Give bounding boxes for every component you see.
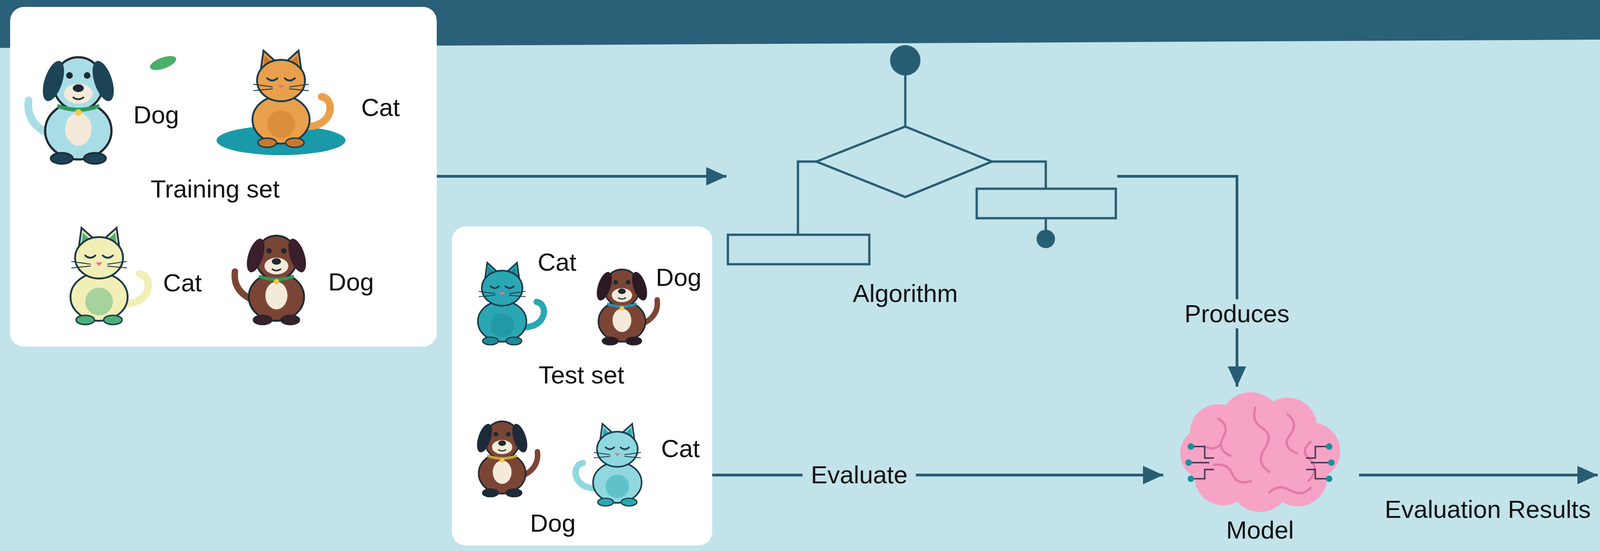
brain-shape bbox=[1305, 442, 1315, 482]
brain-shape bbox=[1180, 392, 1341, 513]
node-label: Algorithm bbox=[852, 280, 958, 308]
text-anchor: Cat bbox=[661, 435, 700, 463]
cat-figure bbox=[575, 424, 642, 507]
training-set-panel: DogCatTraining setCatDog bbox=[10, 6, 437, 347]
animal-label: Dog bbox=[133, 101, 179, 129]
text-anchor: Training set bbox=[150, 175, 280, 203]
brain-shape bbox=[1188, 446, 1332, 480]
animal-label: Dog bbox=[655, 263, 702, 292]
animal-label: Dog bbox=[529, 509, 576, 538]
test-set-panel: CatDogTest setDogCat bbox=[451, 226, 713, 546]
dog-figure bbox=[474, 421, 538, 498]
flowchart-symbol bbox=[904, 75, 907, 127]
label-anchor: Evaluation Results bbox=[1384, 496, 1591, 524]
brain-shape bbox=[1185, 443, 1335, 483]
brain-shape bbox=[1286, 414, 1297, 454]
brain-shape bbox=[1254, 407, 1270, 473]
dog-figure bbox=[234, 235, 310, 325]
flow-arrow bbox=[1117, 176, 1237, 387]
flowchart-symbol bbox=[726, 41, 1118, 307]
dog-figure bbox=[593, 269, 658, 346]
label-anchor: Produces bbox=[1176, 299, 1298, 329]
text-anchor: Dog bbox=[655, 263, 702, 292]
animal-label: Dog bbox=[328, 268, 374, 296]
text-anchor: Model bbox=[1225, 516, 1294, 545]
node-label: Model bbox=[1225, 516, 1294, 545]
dog-figure bbox=[28, 57, 118, 165]
edge-label: Produces bbox=[1176, 299, 1298, 329]
flowchart-symbol bbox=[991, 161, 1046, 189]
text-anchor: Cat bbox=[163, 269, 202, 297]
cat-figure bbox=[477, 263, 544, 346]
flowchart-symbol bbox=[976, 188, 1116, 219]
model-brain: Model bbox=[1163, 386, 1358, 546]
flow-arrow bbox=[436, 175, 727, 178]
leaf bbox=[148, 52, 179, 73]
brain-shape bbox=[1218, 412, 1302, 496]
flowchart-symbol bbox=[727, 234, 870, 265]
brain-shape bbox=[1187, 443, 1195, 451]
brain-shape bbox=[1306, 446, 1330, 459]
cat-figure bbox=[70, 228, 149, 325]
brain-shape bbox=[1269, 487, 1311, 494]
brain-shape bbox=[1185, 459, 1192, 467]
flowchart-symbol bbox=[797, 161, 817, 235]
brain-shape bbox=[1213, 464, 1251, 483]
brain-shape bbox=[1325, 475, 1333, 483]
animal-label: Cat bbox=[361, 93, 400, 122]
algorithm-flowchart: Algorithm bbox=[726, 41, 1118, 307]
panel-title: Training set bbox=[150, 175, 280, 203]
panel-title: Test set bbox=[538, 361, 625, 389]
brain-shape bbox=[1190, 469, 1214, 480]
flowchart-symbol bbox=[816, 126, 992, 198]
text-anchor: Dog bbox=[529, 509, 576, 538]
text-anchor: Test set bbox=[538, 361, 625, 389]
brain-shape bbox=[1204, 444, 1221, 449]
text-anchor: Algorithm bbox=[852, 280, 958, 308]
brain-shape bbox=[1190, 446, 1214, 459]
flowchart-symbol bbox=[1036, 229, 1055, 249]
cat-figure bbox=[252, 50, 331, 148]
flowchart-symbol bbox=[890, 45, 921, 76]
flowchart-symbol bbox=[1044, 218, 1048, 231]
flowchart-symbol bbox=[727, 75, 1116, 265]
flow-arrow bbox=[712, 474, 1164, 477]
brain-shape bbox=[1328, 459, 1335, 467]
animal-label: Cat bbox=[163, 269, 202, 297]
output-label: Evaluation Results bbox=[1384, 496, 1591, 524]
animal-label: Cat bbox=[537, 248, 577, 276]
brain-shape bbox=[1306, 469, 1330, 480]
animal-label: Cat bbox=[661, 435, 700, 463]
brain-shape bbox=[1187, 475, 1195, 483]
brain-shape bbox=[1204, 407, 1315, 494]
text-anchor: Cat bbox=[361, 93, 400, 122]
brain-shape bbox=[1218, 419, 1231, 457]
output-arrow bbox=[1359, 474, 1598, 477]
brain-shape bbox=[1325, 443, 1333, 451]
label-anchor: Evaluate bbox=[802, 460, 916, 490]
edge-label: Evaluate bbox=[802, 460, 916, 490]
text-anchor: Dog bbox=[133, 101, 179, 129]
text-anchor: Dog bbox=[328, 268, 374, 296]
text-anchor: Cat bbox=[537, 248, 577, 276]
